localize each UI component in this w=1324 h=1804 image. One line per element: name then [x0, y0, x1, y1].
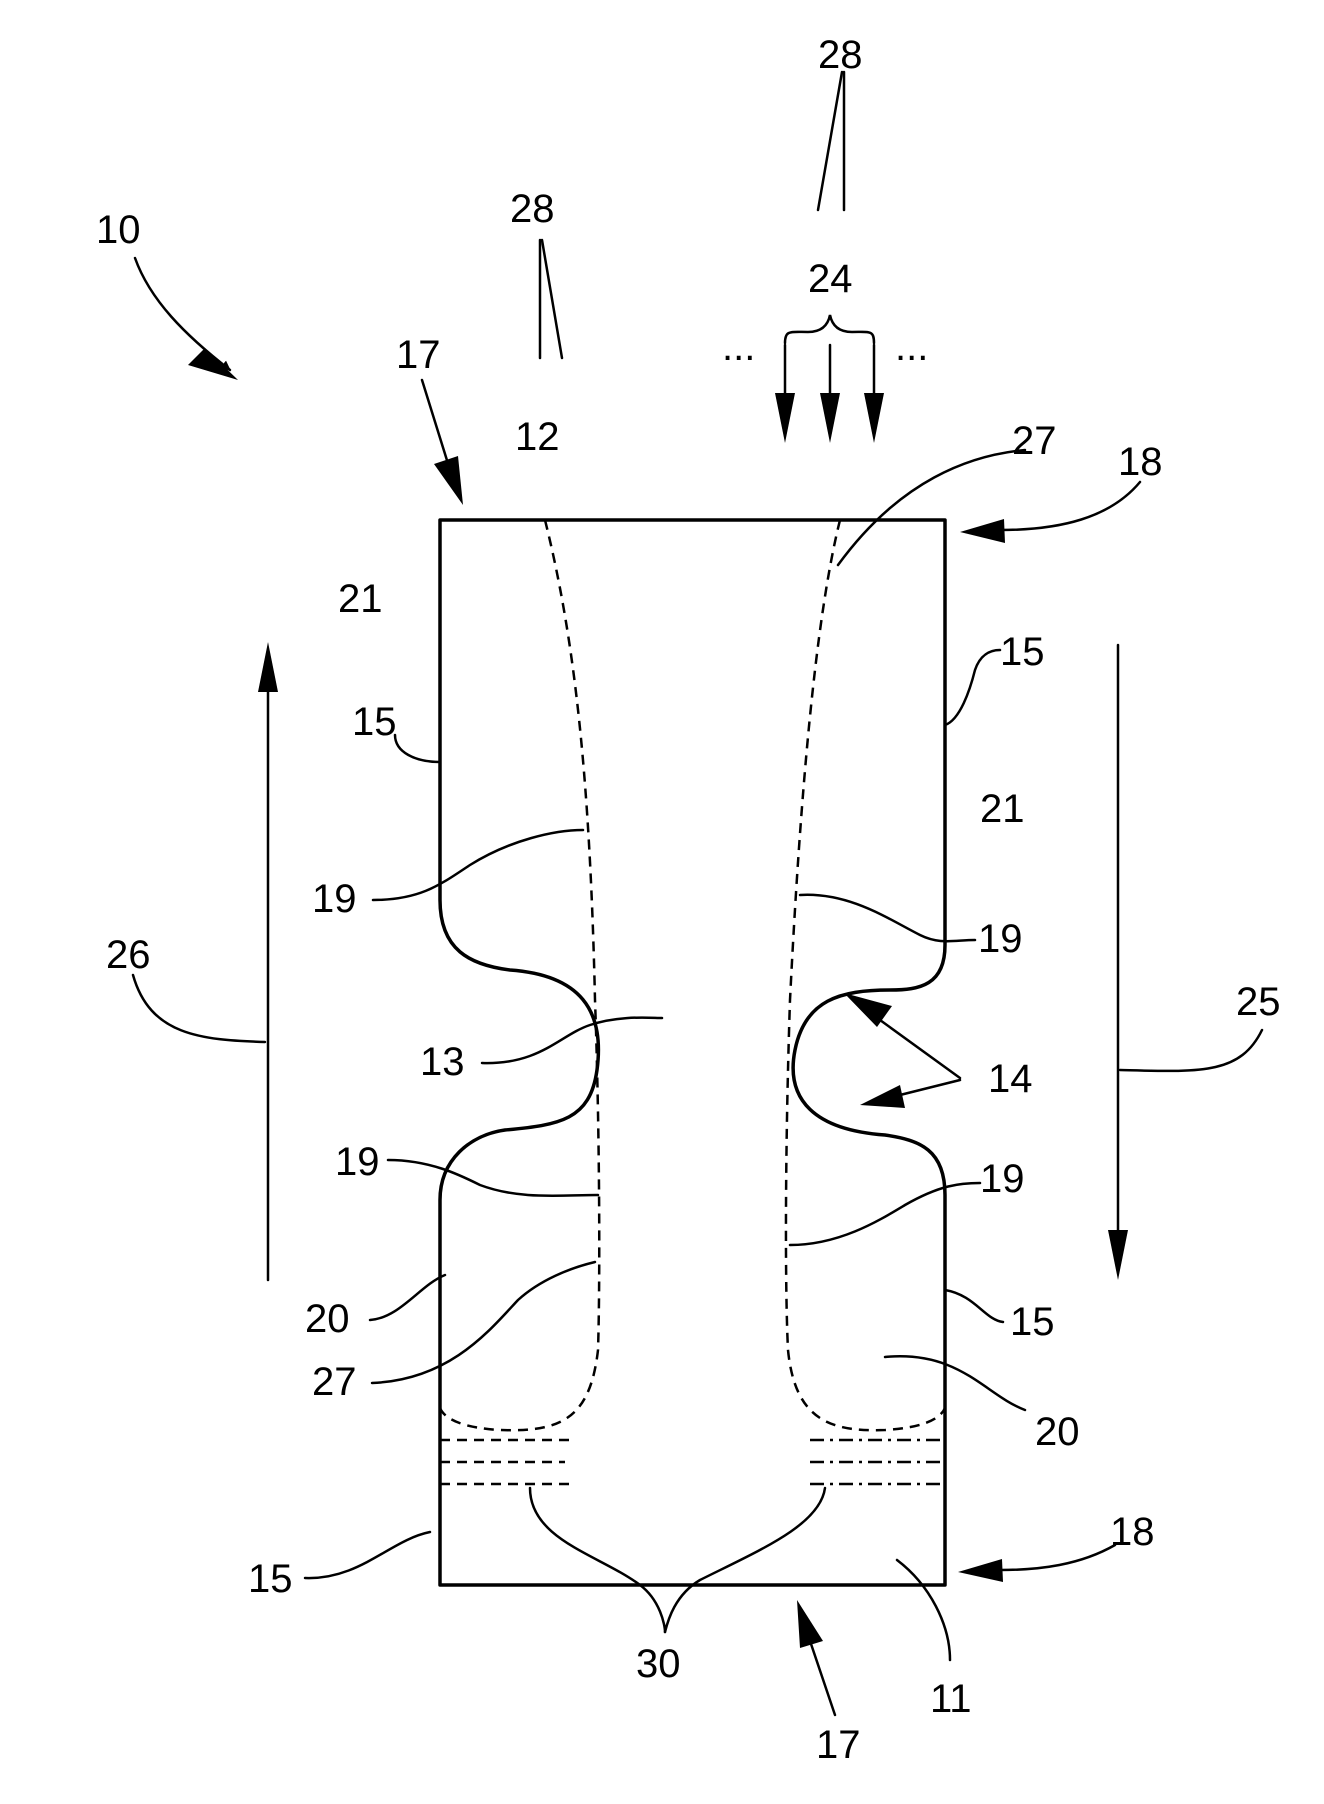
core-left-boundary	[440, 520, 599, 1430]
label-15-right-top: 15	[1000, 630, 1045, 674]
label-24: 24	[808, 257, 853, 301]
label-27-top: 27	[1012, 419, 1057, 463]
label-20-left: 20	[305, 1297, 350, 1341]
arrow-24-b-head	[820, 393, 840, 443]
direction-arrow-26-head	[258, 642, 278, 692]
leader-14-b	[900, 1080, 960, 1095]
leader-27-bottom	[372, 1262, 595, 1383]
leader-15-right-top	[945, 650, 1000, 725]
leader-27-top	[838, 450, 1025, 565]
label-17-top: 17	[396, 333, 441, 377]
label-28-left: 28	[510, 187, 555, 231]
label-26: 26	[106, 933, 151, 977]
leader-14-a-head	[844, 993, 892, 1027]
label-18-bottom: 18	[1110, 1510, 1155, 1554]
label-28-right: 28	[818, 33, 863, 77]
leader-18-top-head	[960, 519, 1005, 543]
line-28-left-b	[542, 240, 562, 358]
leader-15-right-bottom	[945, 1290, 1003, 1322]
label-20-right: 20	[1035, 1410, 1080, 1454]
leader-26	[133, 975, 265, 1042]
label-21-left: 21	[338, 577, 383, 621]
core-right-boundary	[786, 520, 945, 1430]
label-11: 11	[930, 1677, 972, 1721]
leader-20-right	[885, 1356, 1025, 1410]
label-15-left-bottom: 15	[248, 1557, 293, 1601]
arrow-24-a-head	[775, 393, 795, 443]
leader-10	[135, 258, 230, 370]
leader-25	[1120, 1030, 1262, 1071]
leader-18-bottom-head	[958, 1559, 1003, 1582]
label-30: 30	[636, 1642, 681, 1686]
leader-19-left-top	[373, 830, 583, 900]
leader-17-top-head	[434, 456, 463, 505]
label-13: 13	[420, 1040, 465, 1084]
label-19-right-bottom: 19	[980, 1157, 1025, 1201]
ellipsis-right: ...	[895, 325, 928, 369]
label-14: 14	[988, 1057, 1033, 1101]
leader-17-bottom-head	[797, 1600, 823, 1648]
label-15-right-bottom: 15	[1010, 1300, 1055, 1344]
label-21-right: 21	[980, 787, 1025, 831]
label-17-bottom: 17	[816, 1723, 861, 1767]
leader-15-left-bottom	[305, 1532, 430, 1578]
leader-14-a	[880, 1020, 960, 1078]
leader-19-left-bottom	[388, 1160, 598, 1196]
leader-19-right-bottom	[790, 1183, 980, 1245]
leader-11	[897, 1560, 950, 1660]
label-25: 25	[1236, 980, 1281, 1024]
label-19-left-bottom: 19	[335, 1140, 380, 1184]
ellipsis-left: ...	[722, 325, 755, 369]
arrow-24-c-head	[864, 393, 884, 443]
leader-13	[482, 1018, 662, 1064]
direction-arrow-25-head	[1108, 1230, 1128, 1280]
leader-17-bottom	[808, 1635, 835, 1715]
leader-18-bottom	[1000, 1545, 1115, 1570]
brace-24	[785, 315, 874, 343]
label-15-left-top: 15	[352, 700, 397, 744]
leader-30-left	[530, 1488, 665, 1632]
label-12: 12	[515, 415, 560, 459]
leader-20-left	[370, 1275, 445, 1320]
label-19-right-top: 19	[978, 917, 1023, 961]
label-19-left-top: 19	[312, 877, 357, 921]
leader-19-right-top	[800, 895, 975, 941]
leader-18-top	[1000, 482, 1140, 530]
label-18-top: 18	[1118, 440, 1163, 484]
article-outline	[440, 520, 945, 1585]
leader-17-top	[422, 380, 450, 470]
leader-10-head	[188, 348, 238, 380]
leader-14-b-head	[860, 1085, 905, 1108]
line-28-right-a	[818, 72, 842, 210]
label-10: 10	[96, 208, 141, 252]
leader-15-left-top	[395, 735, 440, 762]
label-27-bottom: 27	[312, 1360, 357, 1404]
